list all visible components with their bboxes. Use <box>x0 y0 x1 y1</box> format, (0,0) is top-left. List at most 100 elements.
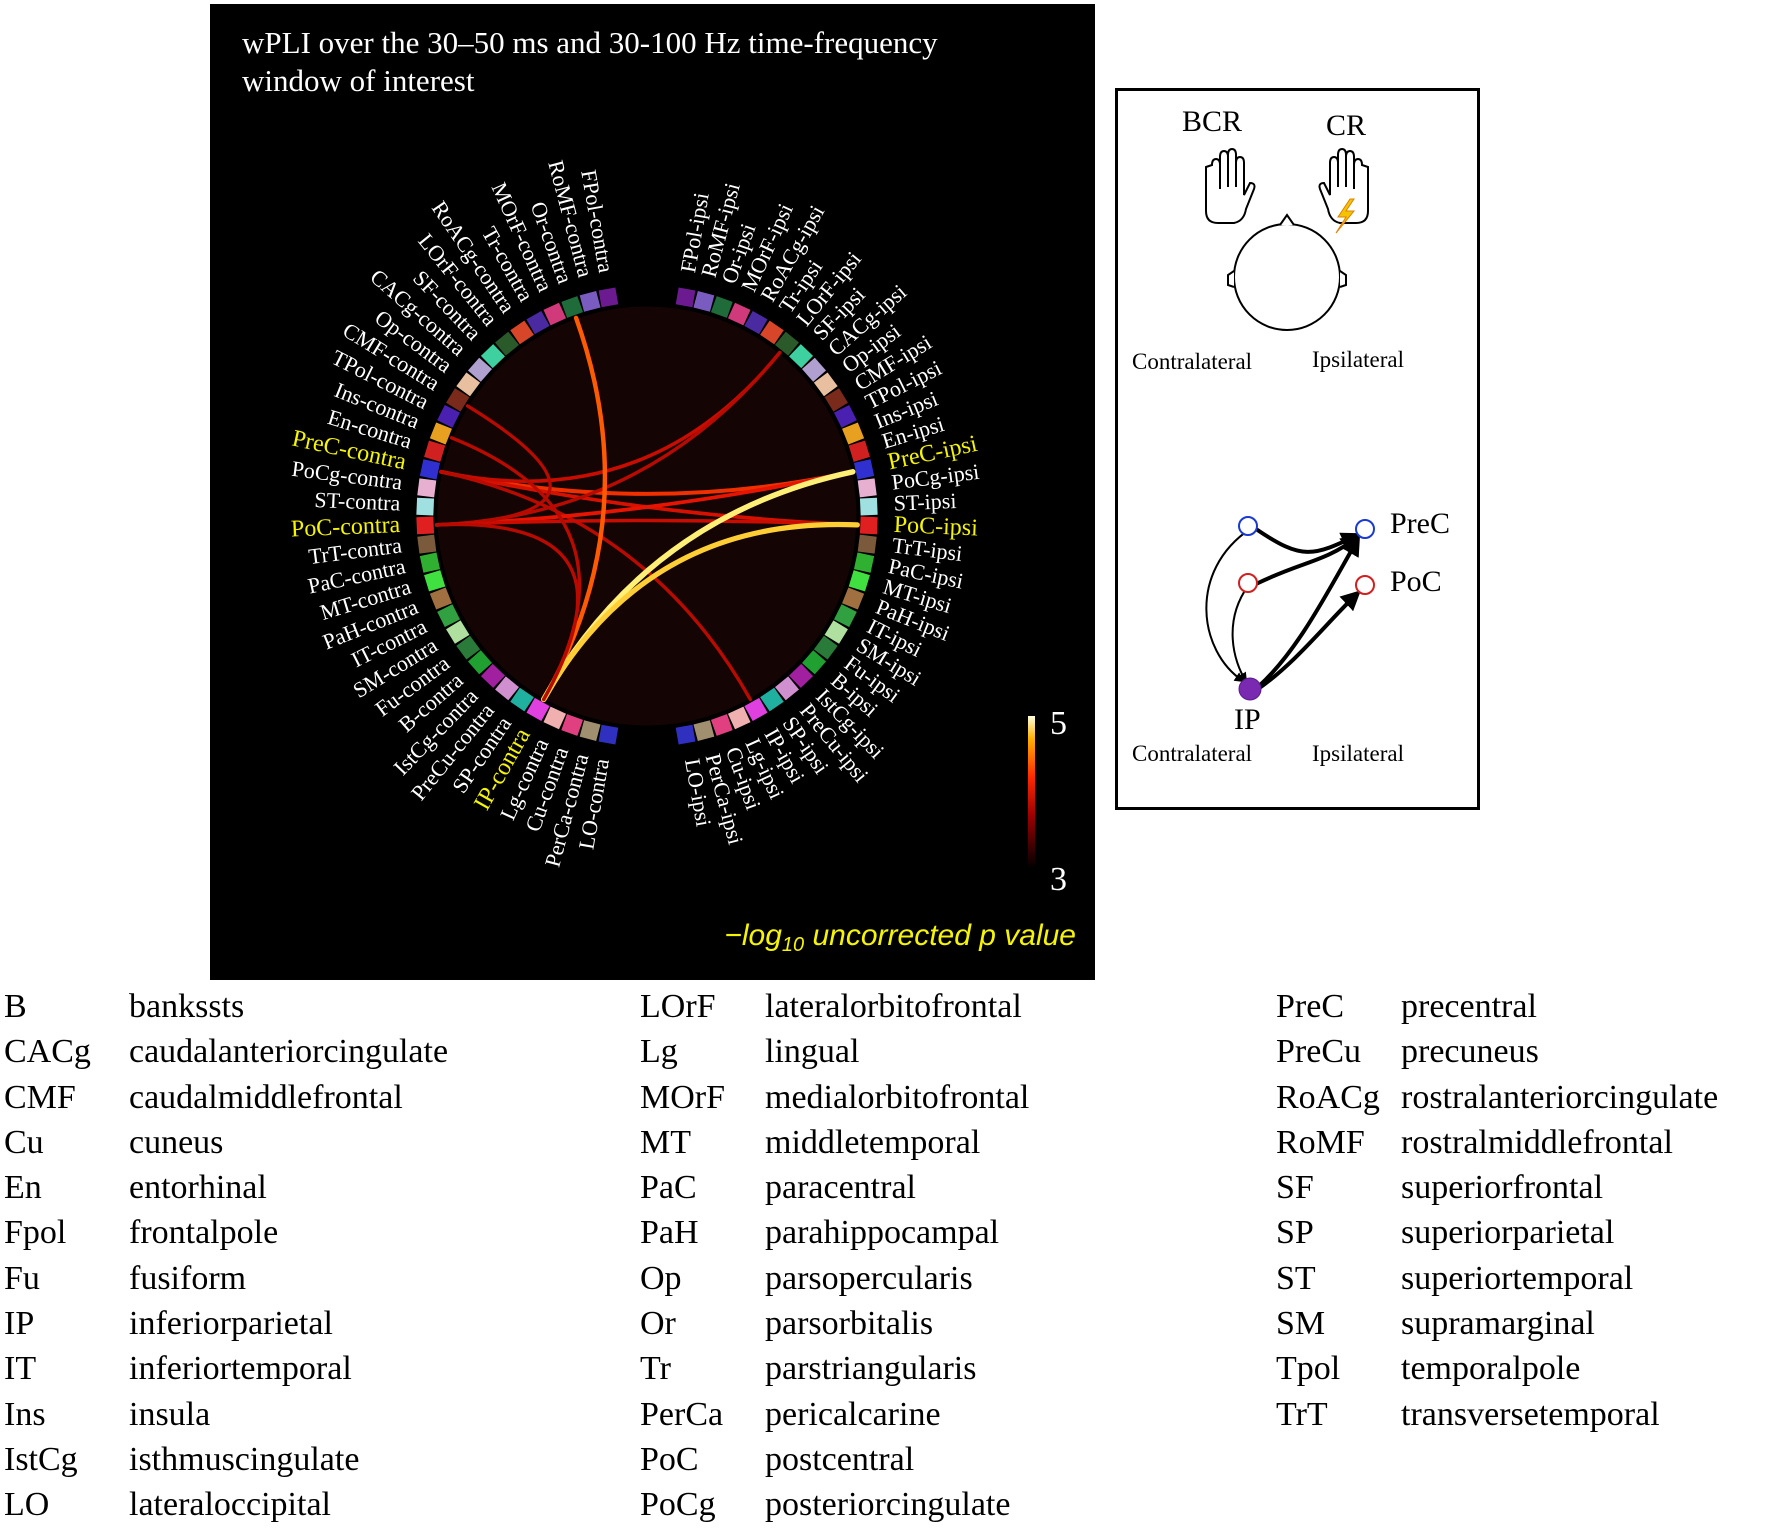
glossary-abbreviation: Op <box>640 1259 682 1297</box>
connection-line <box>541 521 860 703</box>
region-segment <box>824 388 848 412</box>
glossary-definition: supramarginal <box>1401 1305 1595 1343</box>
region-segment <box>744 697 768 721</box>
region-segment <box>824 620 848 644</box>
region-segment <box>480 663 505 688</box>
region-segment <box>456 635 481 660</box>
glossary-abbreviation: IstCg <box>4 1440 78 1478</box>
colorbar-label-sub: 10 <box>782 934 804 956</box>
glossary-definition: postcentral <box>765 1440 915 1478</box>
region-segment <box>833 604 857 628</box>
region-segment <box>775 331 799 356</box>
region-segment <box>429 587 452 610</box>
glossary-definition: superiortemporal <box>1401 1259 1634 1297</box>
colorbar-max-label: 5 <box>1050 705 1067 742</box>
top-ipsilateral-label: Ipsilateral <box>1312 347 1404 372</box>
region-segment <box>727 706 751 730</box>
region-segment <box>526 697 550 721</box>
glossary-definition: superiorparietal <box>1401 1214 1615 1252</box>
glossary-definition: parstriangularis <box>765 1350 977 1388</box>
right-hand-icon <box>1318 147 1369 224</box>
top-contralateral-label: Contralateral <box>1132 349 1253 374</box>
region-label: PoC-contra <box>290 512 401 543</box>
glossary-definition: lateralorbitofrontal <box>765 988 1022 1025</box>
glossary-abbreviation: B <box>4 988 27 1025</box>
left-hand-icon <box>1205 147 1256 224</box>
region-segment <box>760 320 784 345</box>
glossary-definition: frontalpole <box>129 1214 279 1252</box>
glossary-abbreviation: SF <box>1276 1169 1314 1207</box>
region-segment <box>416 497 435 516</box>
glossary-abbreviation: LO <box>4 1486 50 1524</box>
glossary-abbreviation: Cu <box>4 1123 44 1161</box>
glossary-abbreviation: ST <box>1276 1259 1316 1297</box>
region-segment <box>419 459 441 480</box>
region-label: PoC-ipsi <box>893 512 978 542</box>
glossary-definition: precentral <box>1401 988 1537 1025</box>
region-segment <box>579 291 601 312</box>
region-segment <box>813 635 838 660</box>
region-segment <box>859 497 878 516</box>
region-segment <box>424 440 446 462</box>
glossary-definition: medialorbitofrontal <box>765 1078 1030 1116</box>
glossary-abbreviation: PoCg <box>640 1486 716 1524</box>
region-segment <box>744 311 768 335</box>
glossary-abbreviation: CMF <box>4 1078 76 1116</box>
glossary-definition: lingual <box>765 1033 860 1071</box>
glossary-definition: posteriorcingulate <box>765 1486 1011 1524</box>
glossary-abbreviation: PaC <box>640 1169 697 1207</box>
glossary-abbreviation: PaH <box>640 1214 699 1252</box>
glossary-abbreviation: Or <box>640 1305 676 1343</box>
region-segment <box>857 534 877 554</box>
glossary-abbreviation: RoACg <box>1276 1078 1380 1116</box>
region-segment <box>437 404 461 428</box>
region-segment <box>813 372 838 397</box>
glossary-abbreviation: Tr <box>640 1350 671 1388</box>
region-segment <box>480 344 505 369</box>
region-segment <box>802 650 826 675</box>
poc-node-label: PoC <box>1390 565 1442 598</box>
region-segment <box>675 287 696 308</box>
panel-title-line2: window of interest <box>242 63 475 98</box>
region-segment <box>598 287 619 308</box>
glossary-abbreviation: Fu <box>4 1259 40 1297</box>
connection-line <box>439 470 753 702</box>
connection-line <box>434 522 580 702</box>
region-segment <box>446 388 470 412</box>
region-segment <box>598 724 619 745</box>
region-segment <box>789 663 814 688</box>
glossary-definition: pericalcarine <box>765 1395 941 1433</box>
region-segment <box>446 620 470 644</box>
cr-label: CR <box>1326 109 1367 142</box>
region-segment <box>848 570 870 592</box>
glossary-abbreviation: Tpol <box>1276 1350 1341 1388</box>
connectivity-circle: 5 3 −log10 uncorrected p value FPol-cont… <box>290 158 1076 956</box>
head-icon <box>1227 213 1347 331</box>
glossary-abbreviation: Fpol <box>4 1214 67 1252</box>
glossary-definition: cuneus <box>129 1123 224 1161</box>
node-ip-contra <box>1238 677 1262 701</box>
schematic-panel: BCR CR Contralateral Ipsilateral PreC Po… <box>1115 88 1480 810</box>
region-segment <box>833 404 857 428</box>
region-segment <box>543 706 567 730</box>
glossary-definition: transversetemporal <box>1401 1395 1660 1433</box>
region-segment <box>775 676 799 701</box>
glossary-abbreviation: PreCu <box>1276 1033 1361 1071</box>
glossary-abbreviation: PoC <box>640 1440 699 1478</box>
colorbar-label-suffix: uncorrected p value <box>804 919 1076 952</box>
region-label: ST-contra <box>314 487 401 516</box>
glossary-definition: entorhinal <box>129 1169 267 1207</box>
glossary-definition: parsorbitalis <box>765 1305 934 1343</box>
region-segment <box>710 296 733 318</box>
region-segment <box>760 687 784 712</box>
region-segment <box>526 311 550 335</box>
prec-node-label: PreC <box>1390 507 1450 540</box>
region-segment <box>495 331 519 356</box>
glossary-abbreviation: IP <box>4 1305 35 1343</box>
circle-background <box>437 306 857 726</box>
colorbar-min-label: 3 <box>1050 861 1067 898</box>
region-segment <box>468 357 492 382</box>
glossary-abbreviation: TrT <box>1276 1395 1328 1433</box>
glossary-definition: isthmuscingulate <box>129 1440 360 1478</box>
region-segment <box>543 302 567 326</box>
